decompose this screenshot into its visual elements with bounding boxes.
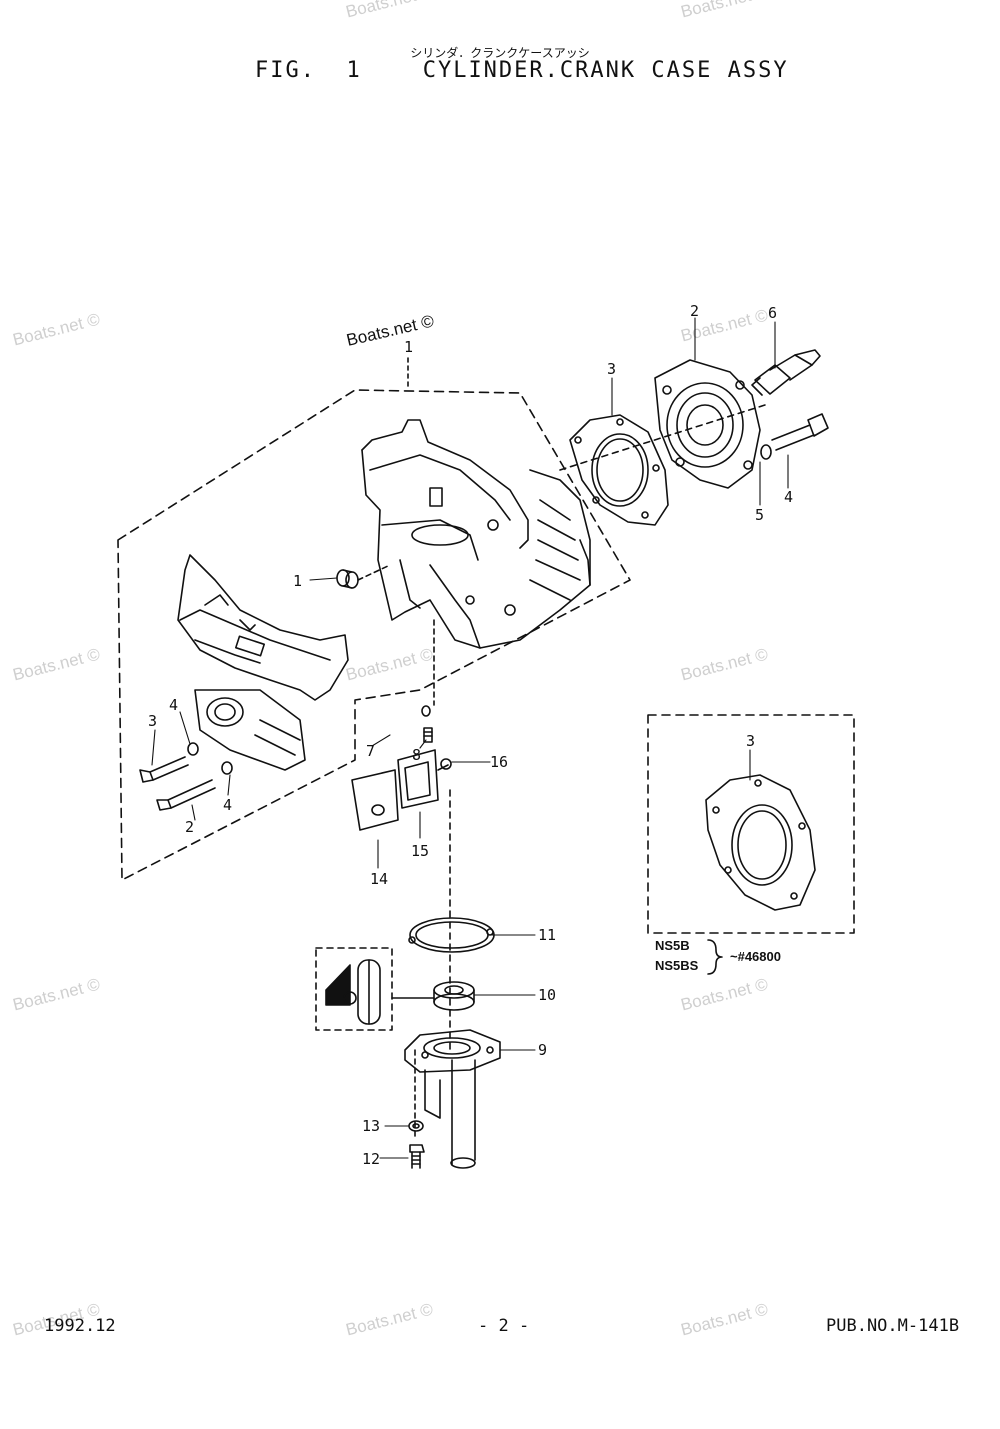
cylinder-head-cover	[654, 359, 761, 489]
reed-valve-stopper	[421, 705, 433, 743]
washer	[408, 1120, 424, 1132]
housing-bolt	[409, 1144, 425, 1169]
callout-13: 13	[362, 1117, 380, 1135]
oil-seal	[433, 981, 475, 1011]
callout-1: 1	[293, 572, 302, 590]
publication-number: PUB.NO.M-141B	[826, 1316, 960, 1336]
head-gasket	[569, 414, 669, 526]
callout-1: 1	[404, 338, 413, 356]
diagram-watermark: Boats.net ©	[345, 311, 437, 350]
model-brace	[707, 939, 723, 975]
model-label: NS5B	[655, 938, 690, 953]
callout-3: 3	[148, 712, 157, 730]
assembly-title: CYLINDER.CRANK CASE ASSY	[422, 58, 789, 83]
crankcase-bolt	[156, 761, 233, 811]
gasket	[408, 917, 495, 953]
callout-11: 11	[538, 926, 556, 944]
page-number: - 2 -	[478, 1316, 530, 1336]
callout-12: 12	[362, 1150, 380, 1168]
crankcase-bolt	[139, 742, 199, 783]
callout-15: 15	[411, 842, 429, 860]
serial-range: ~#46800	[730, 949, 781, 964]
callout-9: 9	[538, 1041, 547, 1059]
cylinder-head-bolt	[760, 413, 829, 460]
callout-3: 3	[746, 732, 755, 750]
model-label: NS5BS	[655, 958, 699, 973]
figure-title: FIG. 1 CYLINDER.CRANK CASE ASSY	[255, 58, 789, 83]
figure-number: FIG. 1	[255, 58, 362, 83]
callout-8: 8	[412, 746, 421, 764]
crankcase-cover	[177, 554, 349, 771]
reed-valve-plate	[351, 749, 452, 831]
callout-16: 16	[490, 753, 508, 771]
callout-2: 2	[690, 302, 699, 320]
crankcase	[361, 419, 591, 706]
callout-5: 5	[755, 506, 764, 524]
callout-7: 7	[366, 742, 375, 760]
inset-box	[647, 714, 855, 934]
callout-leaders	[151, 317, 789, 1159]
callout-14: 14	[370, 870, 388, 888]
leader-line	[559, 404, 766, 471]
oil-seal-housing	[404, 1029, 501, 1169]
seal-detail-box	[315, 947, 435, 1031]
callout-4: 4	[223, 796, 232, 814]
spark-plug	[751, 349, 821, 396]
callout-3: 3	[607, 360, 616, 378]
callout-2: 2	[185, 818, 194, 836]
callout-6: 6	[768, 304, 777, 322]
footer-date: 1992.12	[44, 1316, 116, 1336]
assembly-boundary	[117, 389, 631, 881]
japanese-title: シリンダ．クランクケースアッシ	[410, 46, 590, 60]
callout-4: 4	[169, 696, 178, 714]
callout-4: 4	[784, 488, 793, 506]
inset-gasket	[705, 774, 816, 911]
callout-10: 10	[538, 986, 556, 1004]
